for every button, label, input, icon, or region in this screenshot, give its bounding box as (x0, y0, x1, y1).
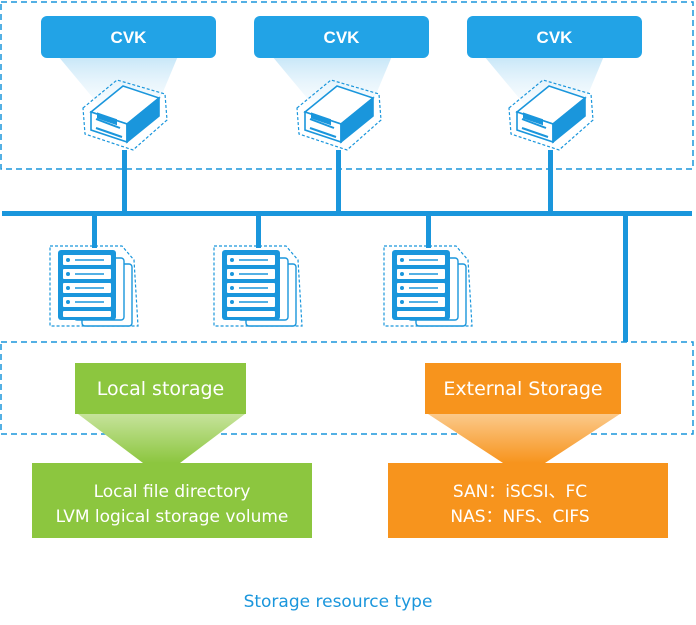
storage-array-icon (383, 245, 473, 327)
cvk-connector (122, 150, 127, 212)
cvk-node: CVK (41, 16, 216, 151)
cvk-label: CVK (324, 28, 361, 47)
external-storage-detail: NAS：NFS、CIFS (450, 507, 589, 527)
storage-connector (426, 214, 431, 248)
external-storage-title: External Storage (443, 378, 602, 400)
local-storage-detail-box (32, 463, 312, 538)
diagram-caption: Storage resource type (244, 592, 433, 612)
network-bus (2, 211, 692, 216)
cvk-node: CVK (467, 16, 642, 151)
storage-connector (256, 214, 261, 248)
storage-array-icon (49, 245, 139, 327)
cvk-connector (548, 150, 553, 212)
local-storage-title: Local storage (97, 378, 224, 400)
external-storage-detail: SAN：iSCSI、FC (453, 482, 587, 502)
external-storage-group: External Storage SAN：iSCSI、FC NAS：NFS、CI… (388, 363, 668, 538)
cvk-label: CVK (537, 28, 574, 47)
external-connector (623, 214, 628, 342)
local-storage-group: Local storage Local file directory LVM l… (32, 363, 312, 538)
local-storage-detail: LVM logical storage volume (56, 507, 289, 527)
external-storage-detail-box (388, 463, 668, 538)
local-storage-detail: Local file directory (94, 482, 251, 502)
external-storage-box (425, 363, 621, 414)
cvk-node: CVK (254, 16, 429, 151)
cvk-box (467, 16, 642, 58)
cvk-box (41, 16, 216, 58)
storage-type-region (0, 341, 694, 435)
cvk-connector (336, 150, 341, 212)
storage-connector (92, 214, 97, 248)
cvk-label: CVK (111, 28, 148, 47)
cvk-box (254, 16, 429, 58)
compute-region (0, 1, 694, 170)
local-storage-box (75, 363, 246, 414)
storage-array-icon (213, 245, 303, 327)
